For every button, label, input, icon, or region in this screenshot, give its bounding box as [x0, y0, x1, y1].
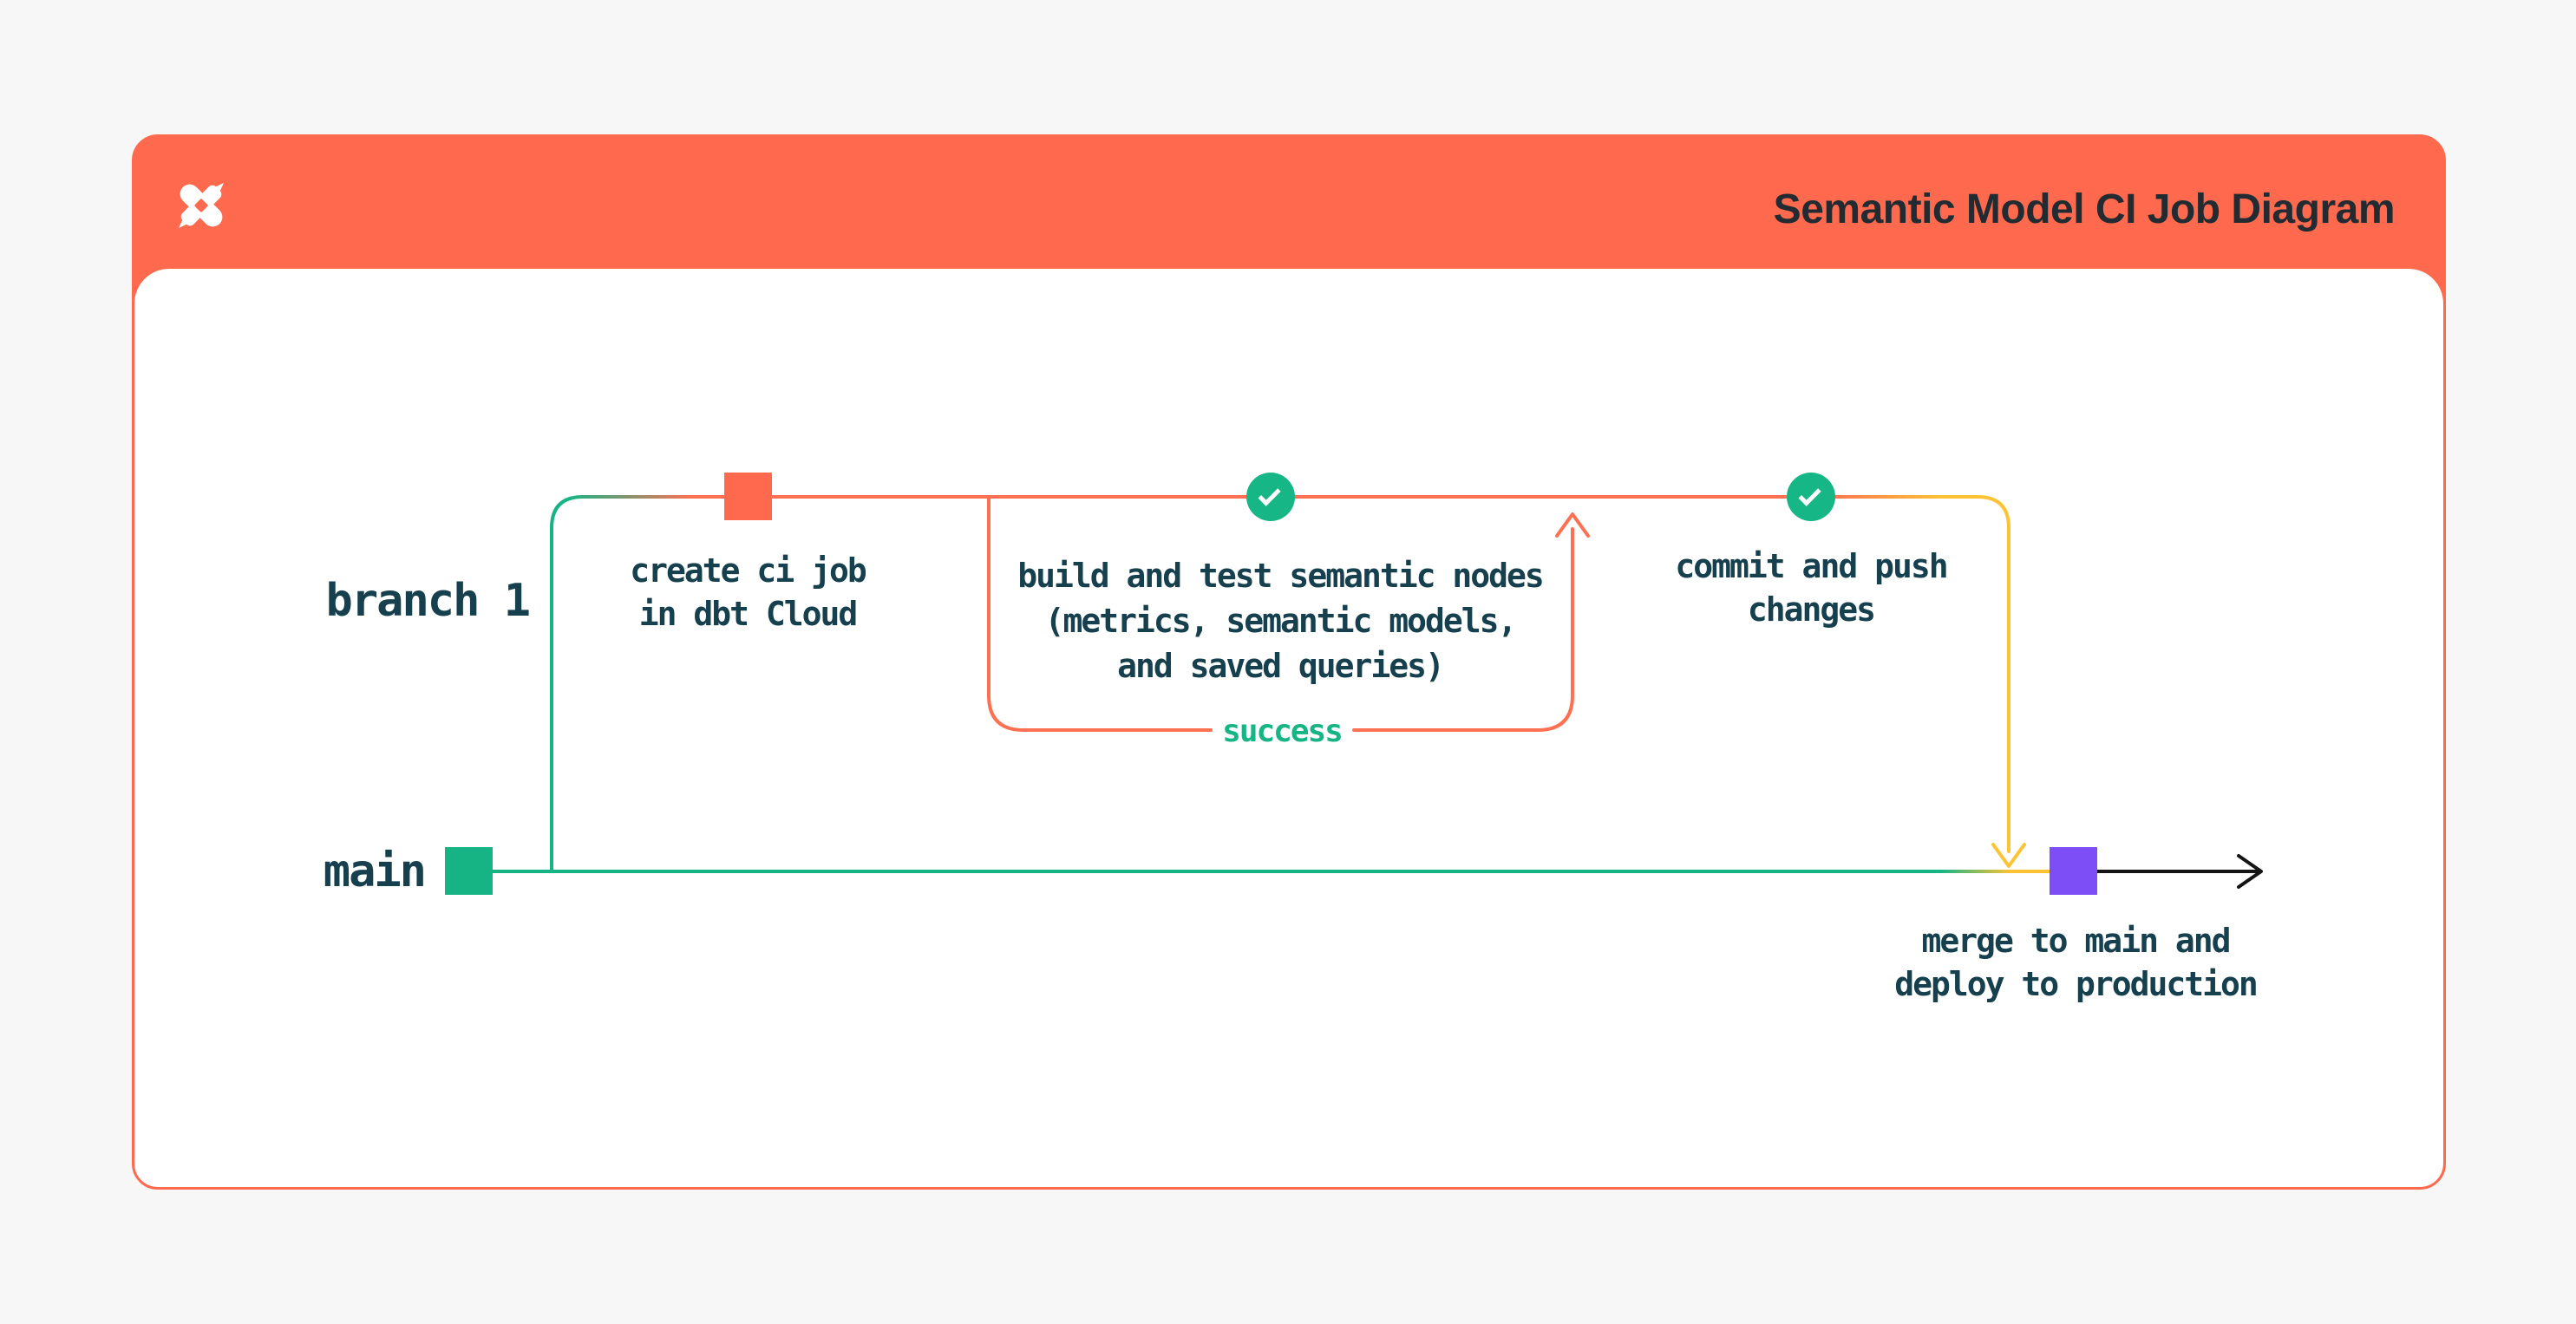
branch-1-label: branch 1 — [325, 575, 531, 627]
check-icon — [1798, 483, 1821, 506]
dbt-logo-icon — [179, 183, 224, 228]
branch-line — [550, 495, 1813, 873]
build-test-label: build and test semantic nodes (metrics, … — [1017, 557, 1544, 685]
commit-node-merge — [2050, 847, 2097, 895]
success-label: success — [1222, 714, 1344, 749]
success-loop-right — [1352, 527, 1574, 732]
arrow-right-icon — [2237, 854, 2263, 889]
merge-deploy-label: merge to main and deploy to production — [1894, 922, 2259, 1003]
check-circle-commit — [1787, 473, 1835, 521]
check-circle-build — [1246, 473, 1295, 521]
card-header: Semantic Model CI Job Diagram — [134, 137, 2443, 269]
diagram-card: Semantic Model CI Job Diagram — [132, 134, 2446, 1190]
card-body — [134, 269, 2443, 1187]
arrow-up-icon — [1555, 512, 1590, 538]
commit-node-create-ci — [724, 473, 772, 520]
connector-lines — [493, 495, 2263, 889]
success-loop-left — [987, 497, 1213, 732]
commit-push-label: commit and push changes — [1675, 547, 1948, 629]
arrow-down-icon — [1991, 843, 2026, 868]
main-label: main — [323, 845, 427, 897]
diagram-stage: branch 1 main create ci job in dbt Cloud… — [134, 137, 2443, 1187]
create-ci-job-label: create ci job in dbt Cloud — [630, 551, 866, 633]
check-icon — [1258, 483, 1281, 506]
commit-node-main-start — [445, 847, 493, 895]
page-title: Semantic Model CI Job Diagram — [1773, 186, 2396, 232]
merge-descent-line — [1809, 495, 2010, 853]
